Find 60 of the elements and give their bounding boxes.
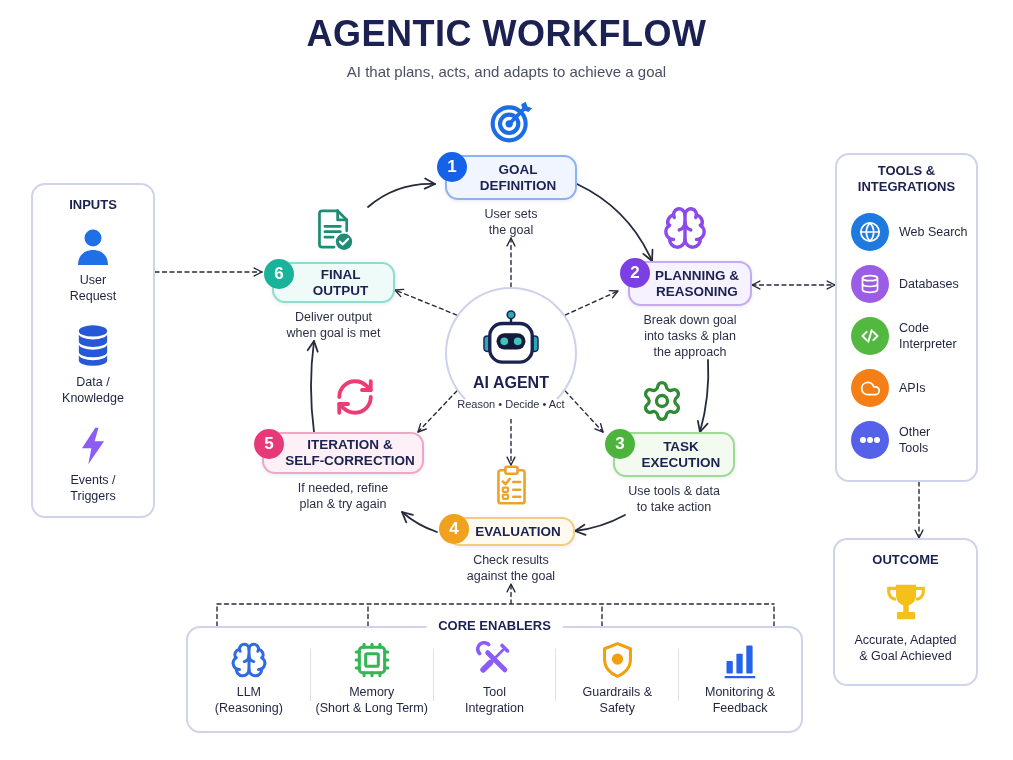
step-description: Use tools & data to take action [627, 483, 721, 515]
outcome-panel [833, 538, 978, 686]
step-title: FINAL OUTPUT [311, 266, 370, 299]
dashed-arrow [506, 418, 516, 466]
subtitle: AI that plans, acts, and adapts to achieve a goal [346, 62, 667, 82]
arrow [306, 340, 319, 433]
item-label: Databases [899, 276, 960, 292]
item-label: LLM [235, 684, 263, 700]
panel-title: TOOLS & INTEGRATIONS [856, 163, 957, 195]
number-badge: 1 [437, 152, 467, 182]
arrow [574, 514, 626, 536]
step-title: GOAL DEFINITION [478, 161, 558, 194]
step-title: ITERATION & SELF-CORRECTION [284, 437, 416, 469]
number-badge: 2 [620, 258, 650, 288]
step-description: If needed, refine plan & try again [296, 480, 390, 512]
step-title: PLANNING & REASONING [654, 267, 740, 300]
step-title: EVALUATION [475, 523, 561, 540]
dashed-arrow [154, 267, 263, 277]
item-label: APIs [899, 380, 927, 396]
step-description: Break down goal into tasks & plan the approach [642, 312, 738, 360]
item-label: Other Tools [899, 424, 932, 456]
dashed-arrow [564, 390, 604, 433]
number-badge: 4 [439, 514, 469, 544]
dashed-arrow [394, 288, 458, 316]
item-label: (Short & Long Term) [314, 700, 429, 716]
item-label: Events / Triggers [69, 472, 117, 504]
dashed-arrow [564, 290, 619, 316]
item-label: Memory [348, 684, 396, 700]
arrow [367, 177, 436, 208]
inputs-panel [31, 183, 155, 518]
item-label: Web Search [899, 224, 969, 240]
item-label: (Reasoning) [213, 700, 284, 716]
item-label: Tool Integration [463, 684, 525, 716]
item-label: Monitoring & Feedback [704, 684, 777, 716]
item-label: Guardrails & Safety [581, 684, 653, 716]
number-badge: 5 [254, 429, 284, 459]
panel-title: OUTCOME [872, 552, 939, 568]
dashed-double-arrow [751, 280, 836, 290]
dashed-arrow [417, 390, 458, 433]
step-description: Deliver output when goal is met [285, 309, 382, 341]
page-title: AGENTIC WORKFLOW [306, 13, 707, 55]
dashed-arrow [914, 481, 924, 539]
step-description: User sets the goal [483, 206, 539, 238]
arrow [401, 511, 438, 533]
agent-subtitle: Reason • Decide • Act [457, 397, 565, 411]
step-title: TASK EXECUTION [640, 438, 722, 471]
panel-title: INPUTS [69, 197, 117, 213]
arrow [696, 359, 710, 433]
number-badge: 3 [605, 429, 635, 459]
step-description: Check results against the goal [465, 552, 557, 584]
outcome-text: Accurate, Adapted & Goal Achieved [853, 632, 958, 664]
dashed-arrow [506, 237, 516, 288]
number-badge: 6 [264, 259, 294, 289]
item-label: Code Interpreter [899, 320, 958, 352]
item-label: User Request [68, 272, 118, 304]
agent-title: AI AGENT [473, 373, 549, 393]
item-label: Data / Knowledge [61, 374, 125, 406]
arrow [576, 183, 654, 262]
tools-panel [835, 153, 978, 482]
dashed-bracket-arrow [216, 583, 775, 627]
